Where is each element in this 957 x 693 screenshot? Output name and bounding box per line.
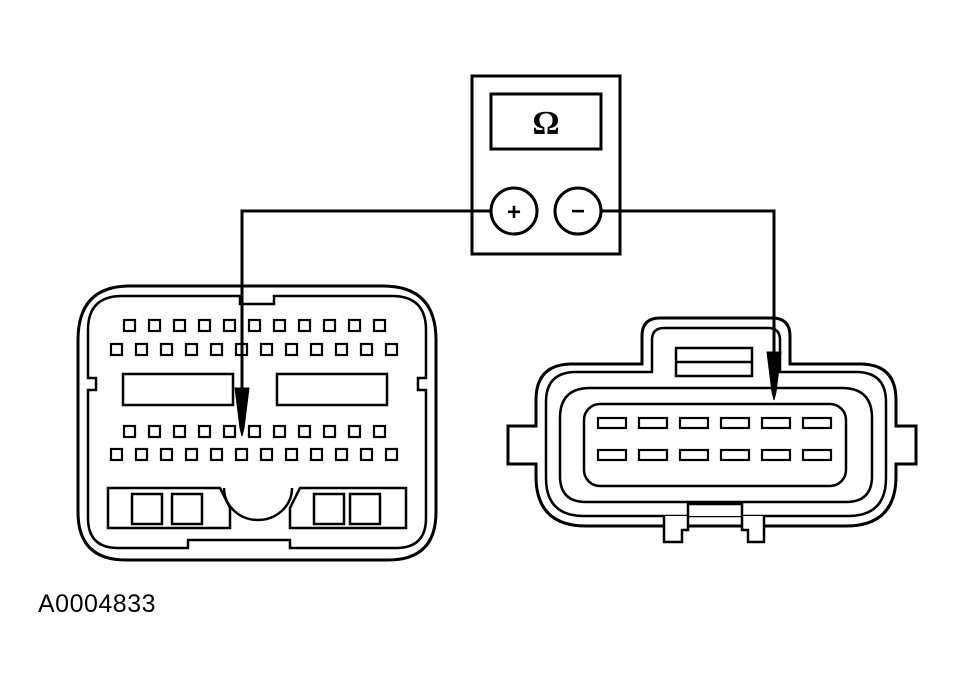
pin-cavity (209, 447, 224, 462)
bottom-latch (662, 502, 766, 544)
pin-cavity (334, 447, 349, 462)
pin-cavity (334, 342, 349, 357)
pin-cavity (719, 448, 751, 462)
pin-cavity (596, 448, 628, 462)
pin-cavity (347, 318, 362, 333)
lock-cavity-4 (348, 492, 382, 526)
ohmmeter-display (489, 92, 603, 151)
pin-cavity (637, 416, 669, 430)
pin-cavity (259, 342, 274, 357)
right-pin-grid (596, 416, 833, 462)
pin-cavity (272, 318, 287, 333)
pin-cavity (197, 424, 212, 439)
pin-cavity (147, 318, 162, 333)
negative-probe-tip (766, 351, 782, 401)
pin-cavity (272, 424, 287, 439)
pin-cavity (322, 318, 337, 333)
pin-cavity (209, 342, 224, 357)
pin-cavity (222, 318, 237, 333)
pin-cavity (134, 447, 149, 462)
pin-cavity (234, 447, 249, 462)
pin-cavity (109, 447, 124, 462)
ohm-symbol: Ω (532, 105, 559, 142)
pin-cavity-block (582, 402, 848, 488)
pin-cavity (678, 416, 710, 430)
pin-cavity (247, 424, 262, 439)
pin-cavity (159, 342, 174, 357)
pin-cavity (596, 416, 628, 430)
pin-cavity (760, 416, 792, 430)
pin-cavity (384, 447, 399, 462)
lock-cavity-1 (130, 492, 164, 526)
large-multi-pin-connector (76, 284, 438, 562)
pin-cavity (222, 424, 237, 439)
pin-cavity (297, 318, 312, 333)
pin-cavity (109, 342, 124, 357)
pin-cavity (297, 424, 312, 439)
pin-cavity (719, 416, 751, 430)
negative-terminal-label: − (571, 198, 585, 225)
pin-cavity (801, 448, 833, 462)
pin-cavity (172, 318, 187, 333)
pin-cavity (284, 342, 299, 357)
lock-cavity-2 (170, 492, 204, 526)
pin-cavity (760, 448, 792, 462)
positive-terminal-label: + (507, 199, 521, 226)
left-connector-inner-shell (86, 294, 428, 550)
pin-cavity (184, 342, 199, 357)
pin-cavity (372, 424, 387, 439)
pin-cavity (309, 447, 324, 462)
left-lock-housing (106, 486, 232, 530)
pin-cavity (359, 447, 374, 462)
figure-reference-id: A0004833 (38, 590, 157, 618)
pin-cavity (678, 448, 710, 462)
right-lock-housing (288, 486, 408, 530)
positive-lead-wire (240, 209, 491, 395)
pin-cavity (159, 447, 174, 462)
pin-cavity (172, 424, 187, 439)
pin-cavity (197, 318, 212, 333)
pin-cavity (247, 318, 262, 333)
lock-cavity-3 (312, 492, 346, 526)
left-latch-window (121, 372, 235, 407)
pin-cavity (259, 447, 274, 462)
twelve-pin-connector (506, 316, 918, 544)
pin-cavity (372, 318, 387, 333)
pin-cavity (122, 318, 137, 333)
test-leads (234, 209, 782, 437)
left-pin-grid (109, 318, 399, 462)
right-latch-window (275, 372, 389, 407)
center-key-arc (222, 487, 294, 522)
pin-cavity (322, 424, 337, 439)
pin-cavity (384, 342, 399, 357)
ohmmeter: Ω + − (470, 74, 622, 256)
positive-probe-tip (234, 387, 250, 437)
pin-cavity (359, 342, 374, 357)
pin-cavity (347, 424, 362, 439)
pin-cavity (184, 447, 199, 462)
pin-cavity (801, 416, 833, 430)
pin-cavity (637, 448, 669, 462)
negative-lead-wire (601, 209, 776, 358)
pin-cavity (147, 424, 162, 439)
pin-cavity (284, 447, 299, 462)
pin-cavity (134, 342, 149, 357)
pin-cavity (309, 342, 324, 357)
pin-cavity (122, 424, 137, 439)
